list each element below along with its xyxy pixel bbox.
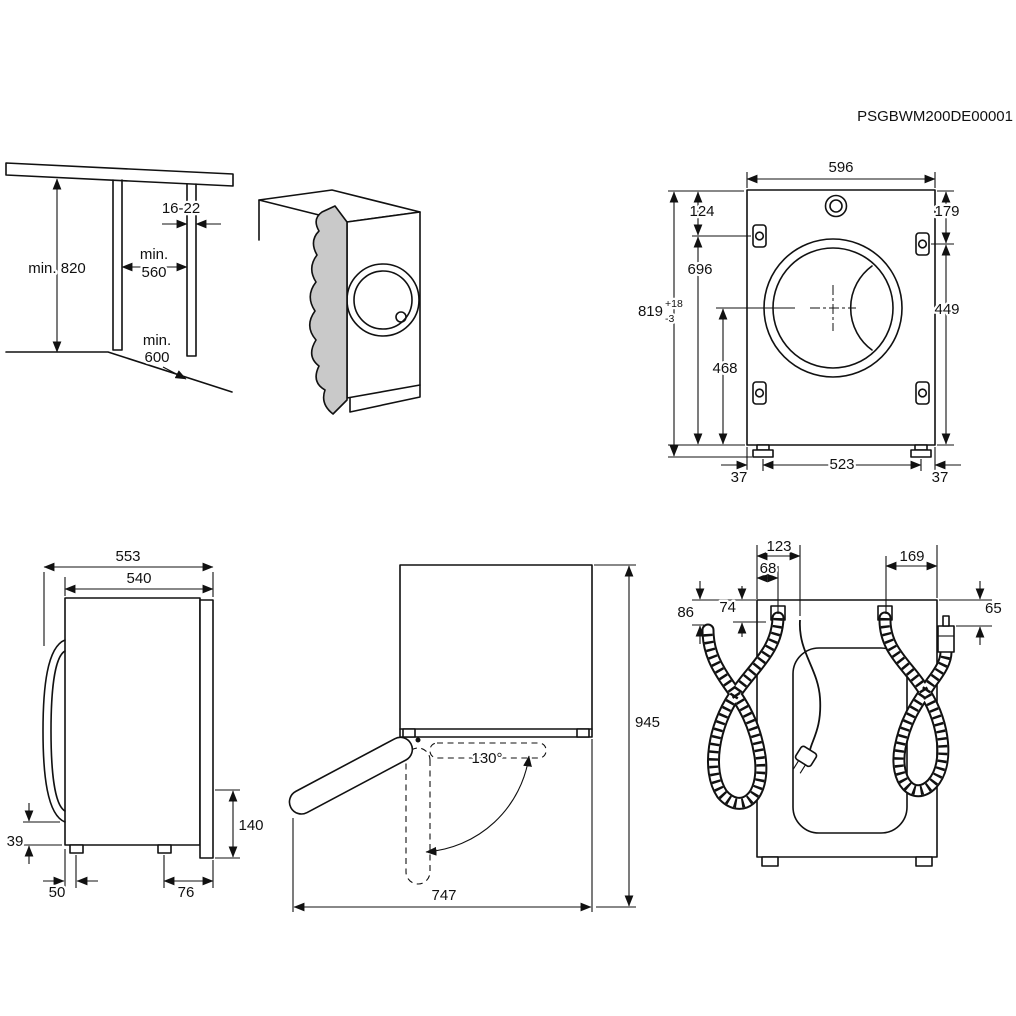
washer-front-outline <box>746 189 936 446</box>
dim-rear-foot-offset-label: 76 <box>178 884 195 901</box>
dim-min-depth-label-1: min. <box>143 332 171 349</box>
dim-base-height-label: 140 <box>238 817 263 834</box>
dim-top-offset-right-label: 179 <box>934 203 959 220</box>
dim-width-label: 596 <box>828 159 853 176</box>
side-door-bulge-outer <box>42 639 66 823</box>
hinge-plate-left <box>402 728 416 738</box>
dim-inlet-hose-offset-label: 169 <box>899 548 924 565</box>
side-rear-panel <box>199 599 214 859</box>
dim-open-depth-label: 747 <box>431 887 456 904</box>
mounting-plates <box>752 224 930 405</box>
dim-inlet-drop-label: 65 <box>985 600 1002 617</box>
drain-hose <box>701 611 785 810</box>
dim-total-height-label: 819 <box>638 303 663 320</box>
dim-drain-drop-label: 86 <box>677 604 694 621</box>
dim-mid-height-label: 696 <box>687 261 712 278</box>
side-body-outline <box>64 597 201 846</box>
dim-drain-hose-offset-label: 68 <box>760 560 777 577</box>
floor-line <box>5 351 233 393</box>
dim-min-width-label-1: min. <box>140 246 168 263</box>
dim-foot-offset-right-label: 37 <box>932 469 949 486</box>
dim-front-foot-offset-label: 50 <box>49 884 66 901</box>
dim-right-height-label: 449 <box>934 301 959 318</box>
dim-door-depth-label: 39 <box>7 833 24 850</box>
side-front-foot <box>69 844 84 854</box>
rear-panel-opening <box>792 647 908 834</box>
side-door-bulge-inner <box>50 650 66 812</box>
dim-top-offset-label: 124 <box>689 203 714 220</box>
door-handle-circle <box>395 311 407 323</box>
dispenser-outer <box>824 194 848 218</box>
rear-foot-left <box>761 856 779 867</box>
dim-depth-body-label: 540 <box>126 570 151 587</box>
power-plug <box>792 745 818 774</box>
dim-center-to-floor-label: 468 <box>712 360 737 377</box>
side-rear-foot <box>157 844 172 854</box>
side-view: 553 540 39 140 50 76 <box>4 546 265 904</box>
door-open-solid <box>288 736 414 815</box>
dim-tolerance-minus: -3 <box>665 313 674 325</box>
center-crosshair <box>810 285 856 331</box>
dispenser-inner <box>829 199 843 213</box>
hinge-plate-right <box>576 728 590 738</box>
dim-min-width-label-2: 560 <box>141 264 166 281</box>
rear-foot-right <box>915 856 933 867</box>
dim-cord-offset-label: 123 <box>766 538 791 555</box>
dim-tolerance-plus: +18 <box>665 298 683 310</box>
dim-open-height-label: 945 <box>635 714 660 731</box>
power-cord <box>799 619 822 751</box>
door-swing-arc <box>425 755 532 856</box>
dim-hose-drop-label: 74 <box>719 599 736 616</box>
cabinet-left-panel <box>112 179 123 351</box>
niche-installation-view: min. 820 16-22 min. 560 min. 600 <box>5 162 421 415</box>
door-opening-view: 130° 945 747 <box>288 564 662 912</box>
inlet-connector-nipple <box>942 615 950 627</box>
inlet-hose-connector <box>937 625 955 653</box>
inlet-hose <box>878 611 953 798</box>
rear-view: 123 68 74 86 169 65 <box>675 536 1004 867</box>
countertop <box>5 162 234 187</box>
dim-min-height-label: min. 820 <box>28 260 86 277</box>
dim-min-depth-label-2: 600 <box>144 349 169 366</box>
top-view-outline <box>399 564 593 738</box>
dim-panel-thickness-label: 16-22 <box>162 200 200 217</box>
front-feet <box>752 444 932 458</box>
dim-opening-angle-label: 130° <box>471 750 502 767</box>
dim-depth-total-label: 553 <box>115 548 140 565</box>
washer-base <box>349 384 421 413</box>
door-inner-circle <box>353 270 413 330</box>
washer-front-face <box>346 211 421 399</box>
washer-perspective <box>258 189 421 415</box>
furniture-door-panel <box>308 205 348 415</box>
front-view: 596 124 696 819 +18 -3 468 179 449 523 3… <box>636 157 962 489</box>
dim-foot-offset-left-label: 37 <box>731 469 748 486</box>
door-90deg-ghost <box>405 747 431 885</box>
document-code: PSGBWM200DE00001 <box>857 108 1013 125</box>
door-hinge-pivot <box>415 737 421 743</box>
dim-feet-distance-label: 523 <box>829 456 854 473</box>
